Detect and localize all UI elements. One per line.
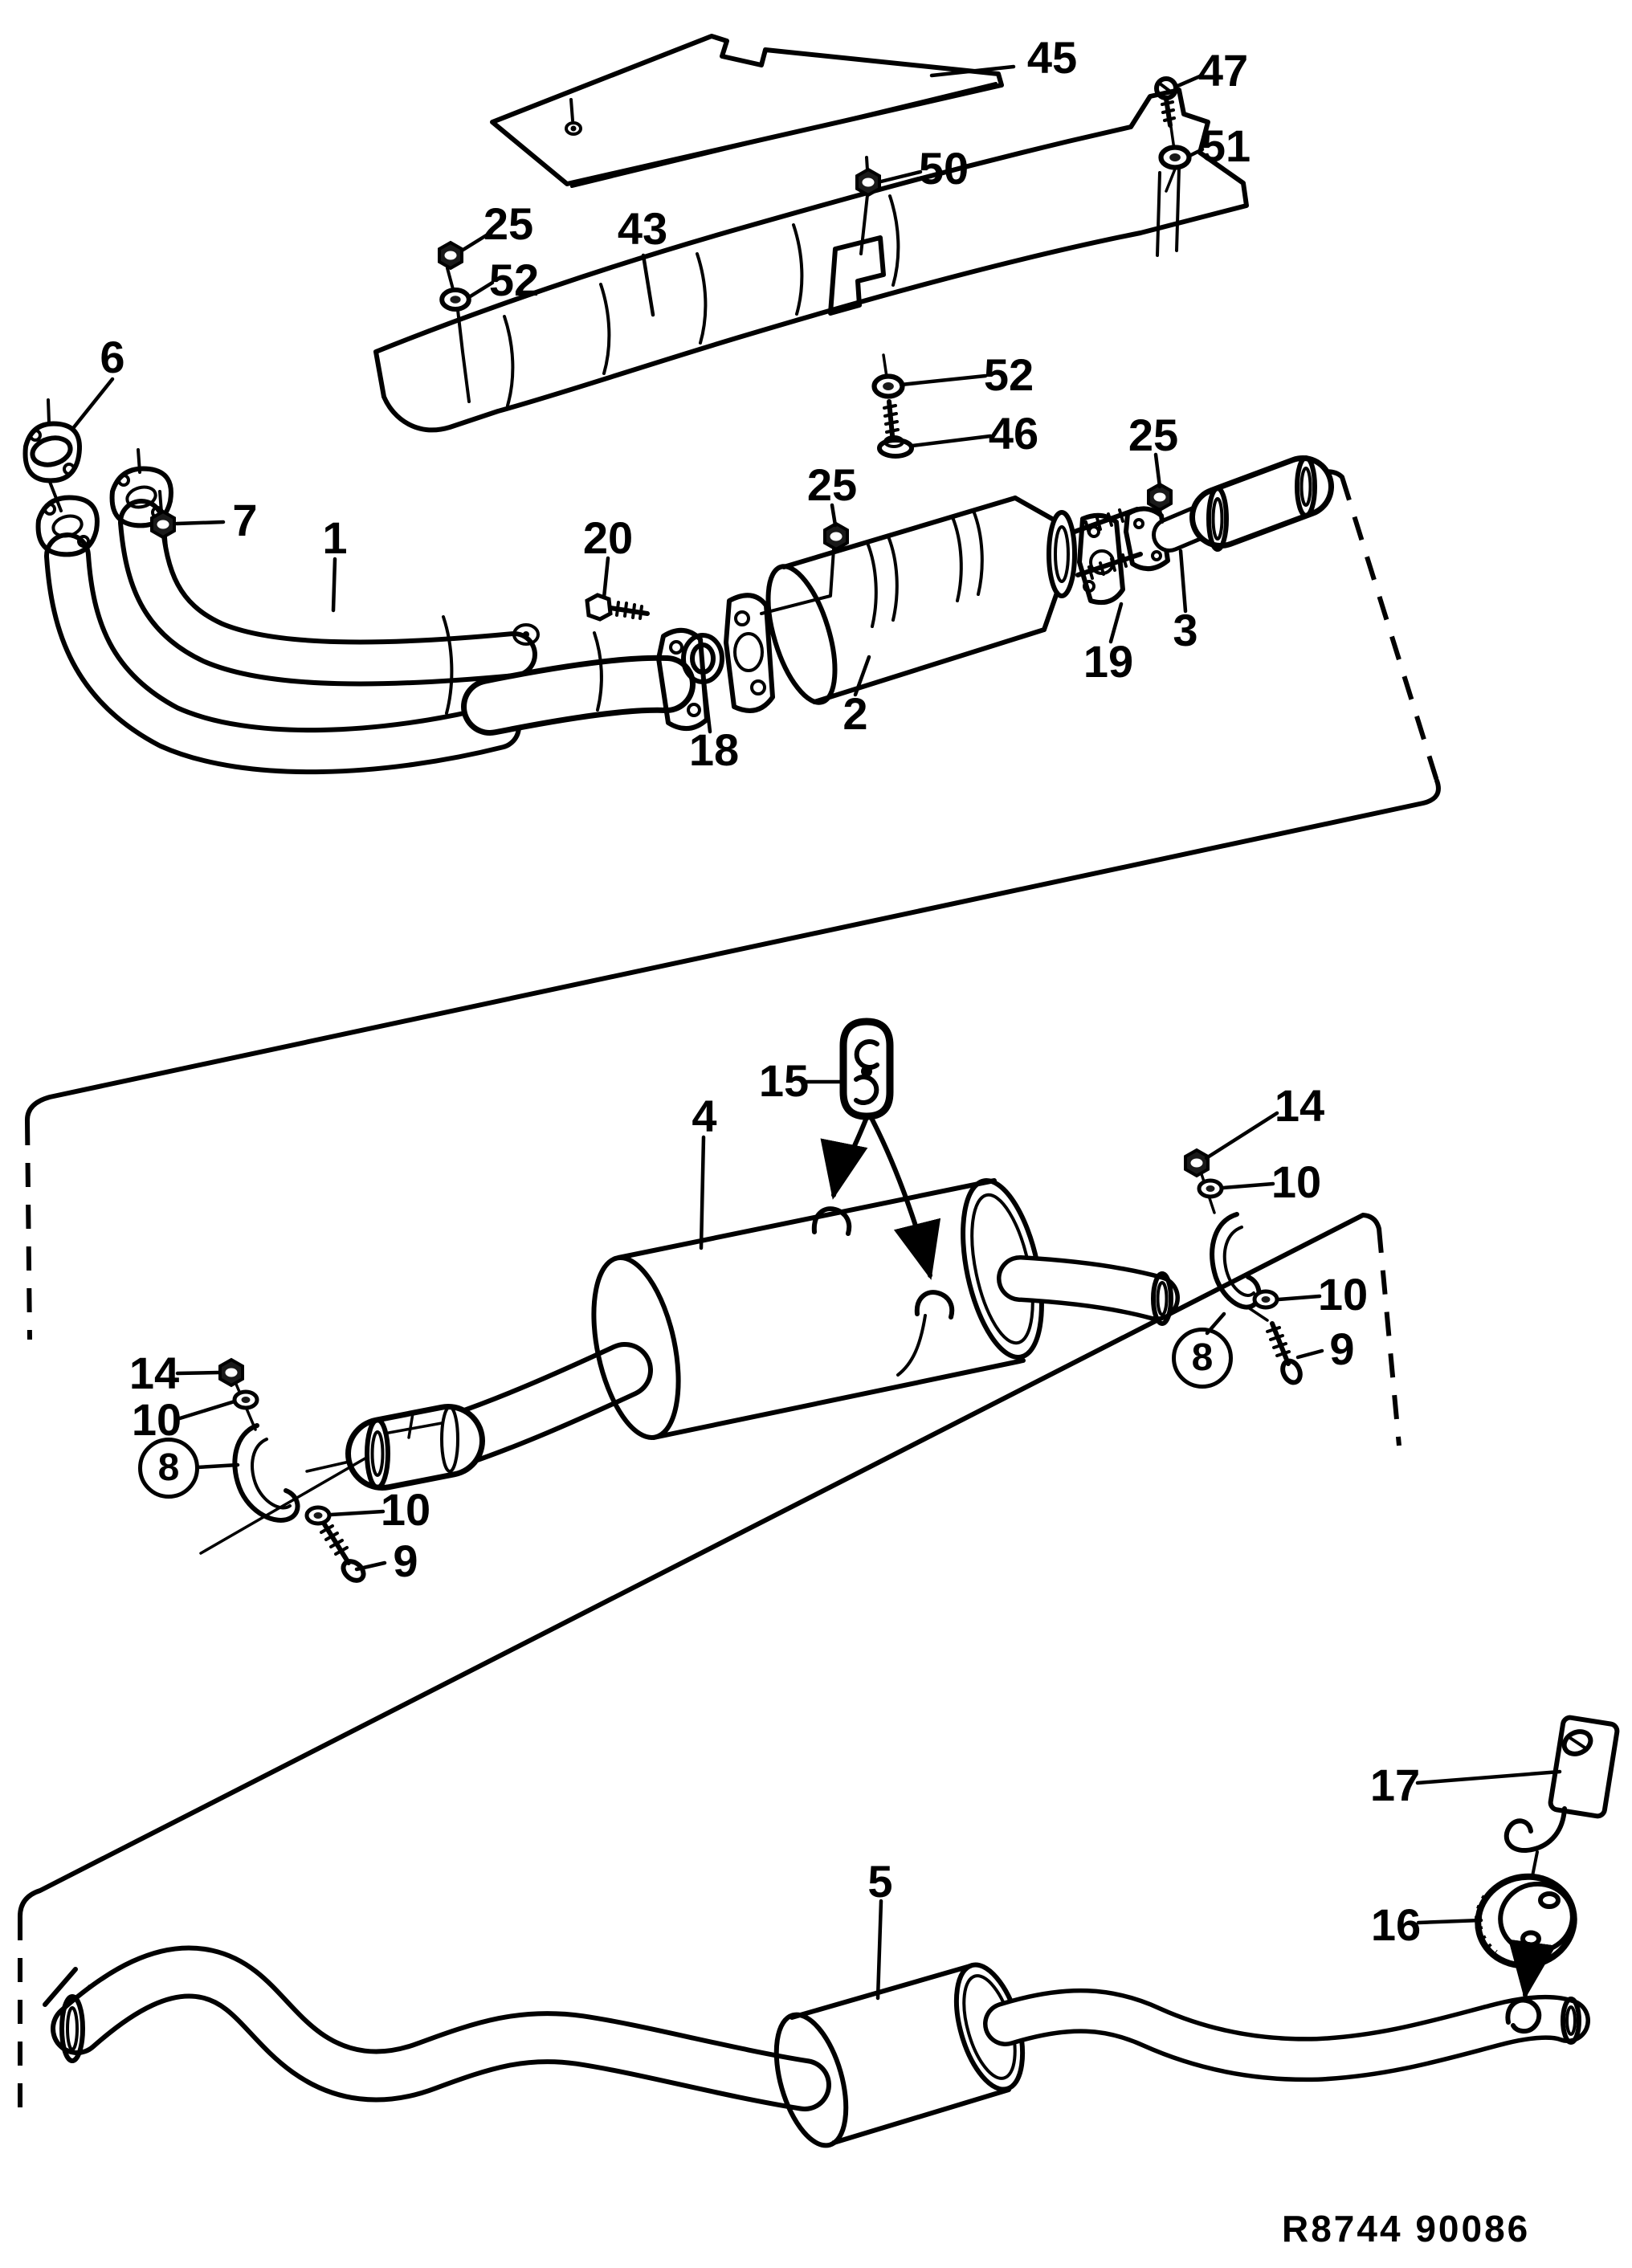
part-20-bolt xyxy=(585,593,650,622)
leader-16 xyxy=(1416,1918,1483,1925)
part-52-washer-shield-left xyxy=(442,290,469,403)
part-45-upper-heat-shield xyxy=(490,34,1004,188)
leader-20 xyxy=(602,556,610,600)
part-46-screw xyxy=(877,399,914,459)
callout-25: 25 xyxy=(806,459,858,510)
part-5-rear-muffler xyxy=(51,1945,1590,2148)
leader-7 xyxy=(174,520,226,526)
leader-lines xyxy=(71,64,1562,2001)
callout-1: 1 xyxy=(322,512,348,563)
part-25-nut-cat xyxy=(760,522,849,615)
part-43-lower-heat-shield xyxy=(373,88,1249,433)
leader-50 xyxy=(879,169,923,184)
part-6-flange-gasket xyxy=(22,398,82,512)
part-16-rubber-mount xyxy=(1475,1873,1577,2000)
leader-6 xyxy=(71,377,115,430)
leader-2 xyxy=(853,655,871,697)
part-7-nut xyxy=(150,490,176,559)
leader-8 xyxy=(195,1462,240,1470)
leader-47 xyxy=(1173,74,1202,89)
leader-25 xyxy=(830,503,838,528)
callout-15: 15 xyxy=(758,1055,810,1106)
callout-52: 52 xyxy=(488,255,540,305)
part-8-clamp-right-group xyxy=(1184,1148,1303,1385)
leader-3 xyxy=(1178,549,1188,614)
leader-19 xyxy=(1108,602,1124,644)
part-4-middle-muffler xyxy=(305,1178,1180,1491)
leader-10 xyxy=(1276,1294,1322,1302)
part-25-nut-right xyxy=(1147,483,1173,524)
leader-14 xyxy=(1204,1111,1279,1161)
callout-45: 45 xyxy=(1026,32,1078,83)
leader-10 xyxy=(328,1509,386,1517)
callout-10: 10 xyxy=(1317,1269,1369,1320)
leader-5 xyxy=(875,1899,883,2001)
callout-2: 2 xyxy=(843,688,868,739)
callout-47: 47 xyxy=(1197,45,1249,96)
callout-10: 10 xyxy=(1271,1156,1322,1207)
callout-20: 20 xyxy=(582,512,634,563)
part-17-hanger-bracket xyxy=(1503,1715,1620,1878)
callout-10: 10 xyxy=(131,1394,182,1445)
callout-51: 51 xyxy=(1200,120,1251,171)
leader-52 xyxy=(899,373,988,387)
part-1-front-pipe xyxy=(35,448,709,775)
section-borders xyxy=(18,469,1441,2122)
part-50-nut xyxy=(828,156,886,316)
part-15-rubber-hanger xyxy=(820,1018,941,1280)
callout-25: 25 xyxy=(483,198,534,249)
callout-9: 9 xyxy=(393,1536,418,1586)
part-19-gasket xyxy=(1077,512,1125,606)
callout-5: 5 xyxy=(867,1856,893,1907)
callout-16: 16 xyxy=(1370,1899,1422,1950)
leader-46 xyxy=(910,434,993,448)
leader-1 xyxy=(331,557,337,613)
leader-43 xyxy=(641,253,655,317)
leader-51 xyxy=(1187,147,1205,158)
leader-10 xyxy=(177,1399,237,1421)
callout-52: 52 xyxy=(983,349,1034,400)
callout-50: 50 xyxy=(918,143,969,194)
callout-25: 25 xyxy=(1128,410,1179,460)
leader-4 xyxy=(699,1135,706,1250)
callout-18: 18 xyxy=(688,724,740,775)
callout-6: 6 xyxy=(100,332,125,382)
callout-3: 3 xyxy=(1173,605,1198,655)
leader-17 xyxy=(1415,1769,1562,1785)
callout-8: 8 xyxy=(1172,1328,1233,1389)
callout-43: 43 xyxy=(617,203,668,254)
leader-25 xyxy=(1153,452,1162,489)
callout-4: 4 xyxy=(692,1091,717,1141)
figure-reference-code: R8744 90086 xyxy=(1282,2208,1531,2250)
callout-8: 8 xyxy=(138,1438,199,1499)
part-2-inlet-flange xyxy=(724,593,775,713)
part-3-intermediate-pipe xyxy=(1124,455,1334,571)
part-8-clamp-left-group xyxy=(199,1358,369,1583)
part-25-nut-shield xyxy=(438,241,463,291)
part-2-catalytic-converter xyxy=(765,496,1143,705)
callout-46: 46 xyxy=(988,408,1039,459)
leader-10 xyxy=(1221,1181,1275,1190)
callout-19: 19 xyxy=(1083,636,1134,687)
leader-52 xyxy=(467,280,495,300)
callout-14: 14 xyxy=(1274,1080,1325,1131)
leader-18 xyxy=(702,680,712,734)
callout-17: 17 xyxy=(1369,1760,1421,1810)
callout-10: 10 xyxy=(380,1484,431,1535)
callout-7: 7 xyxy=(232,495,258,545)
leader-9 xyxy=(354,1560,387,1572)
part-52-washer-shield-right xyxy=(875,353,903,397)
part-51-washer xyxy=(1161,148,1189,193)
leader-9 xyxy=(1295,1348,1324,1360)
callout-9: 9 xyxy=(1329,1324,1355,1374)
leader-45 xyxy=(929,64,1016,78)
callout-14: 14 xyxy=(129,1348,180,1398)
leader-25 xyxy=(459,230,494,253)
